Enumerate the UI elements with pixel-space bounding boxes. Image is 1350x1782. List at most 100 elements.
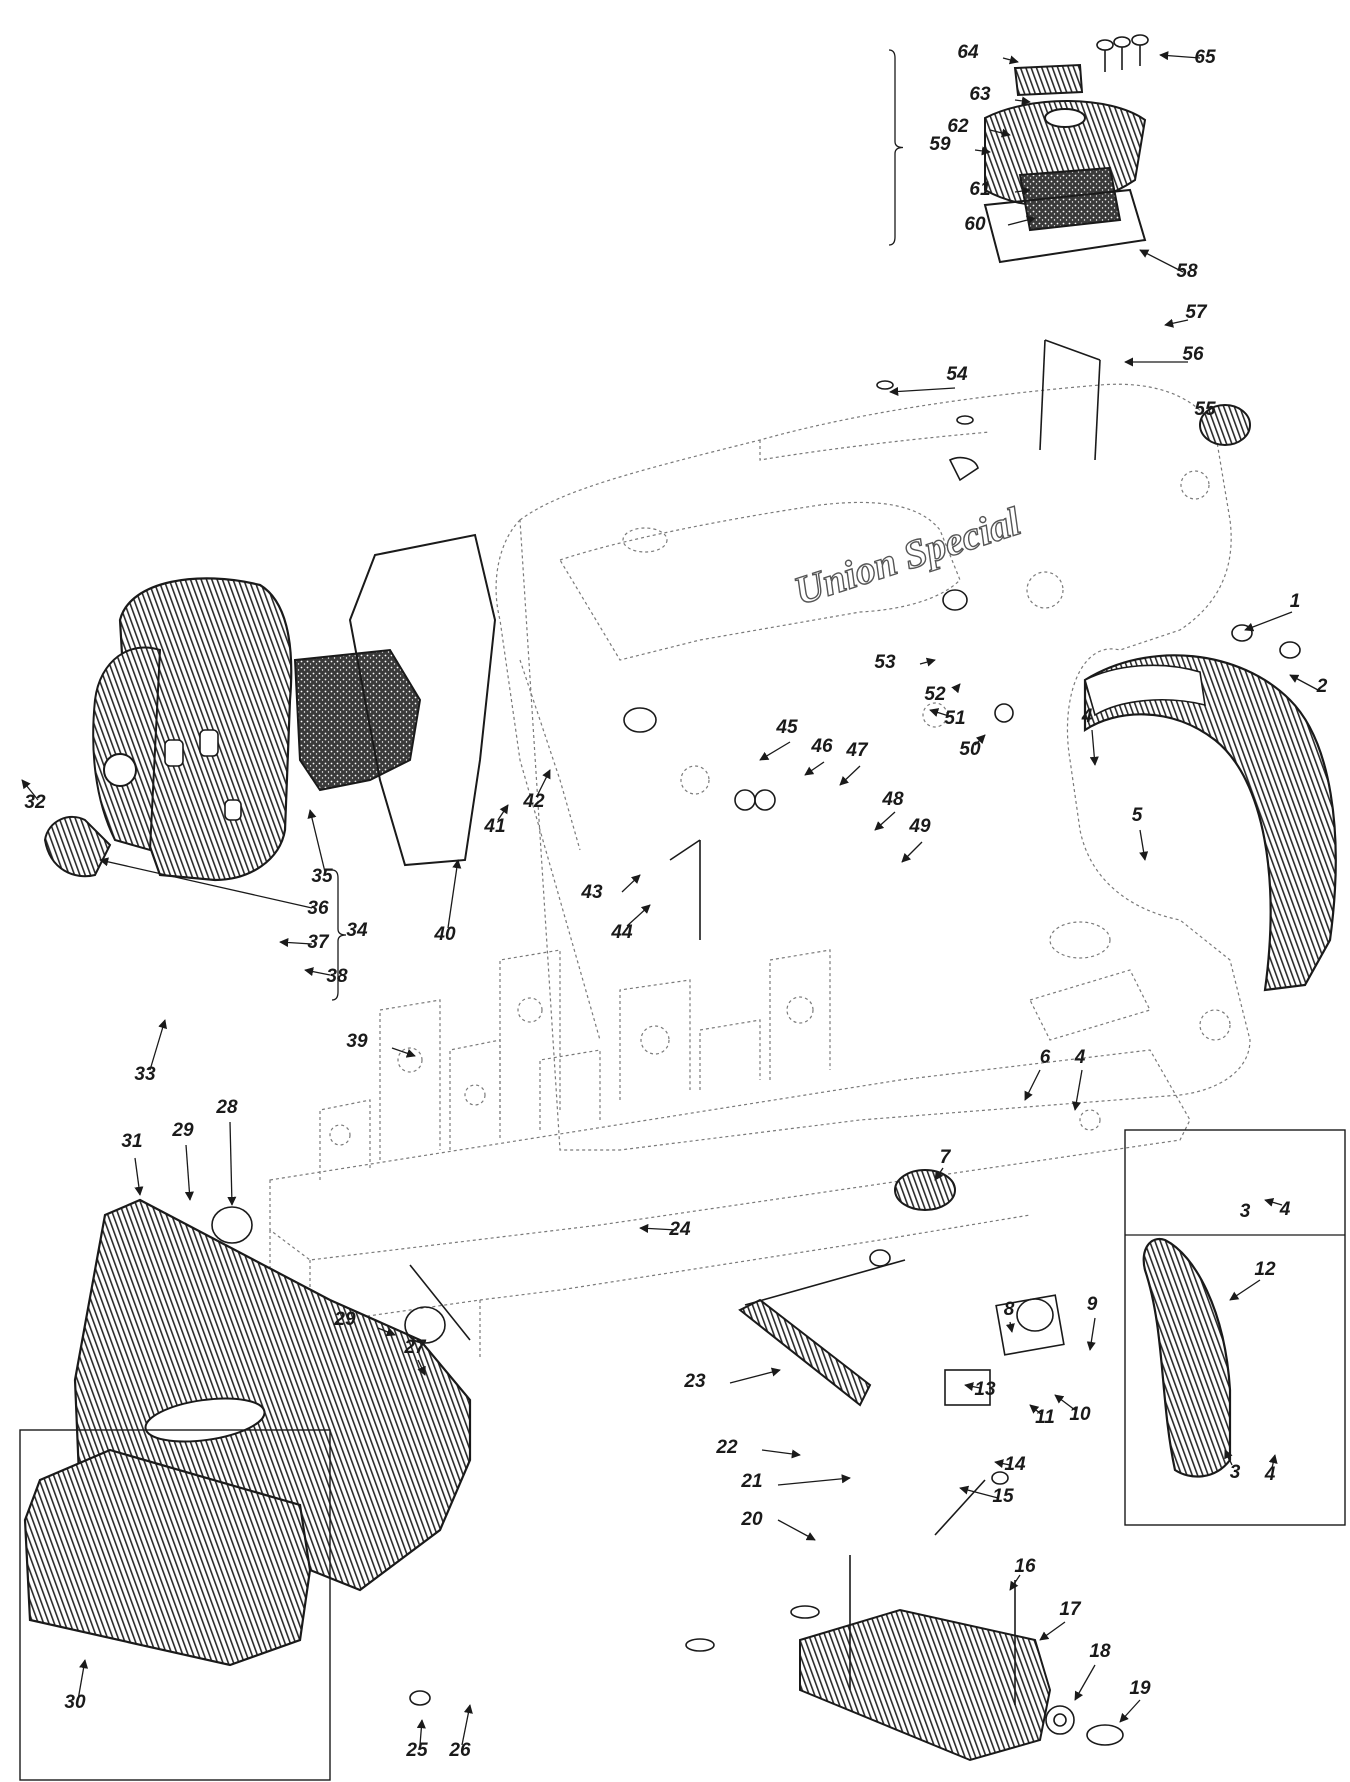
callout-24-leader bbox=[639, 1223, 678, 1233]
callout-11: 11 bbox=[1035, 1407, 1055, 1428]
callout-63: 63 bbox=[969, 84, 991, 105]
callout-39-leader bbox=[391, 1047, 416, 1058]
callout-57: 57 bbox=[1185, 302, 1208, 323]
callout-51-leader bbox=[929, 708, 953, 718]
callout-11-leader bbox=[1029, 1404, 1043, 1416]
callout-16-leader bbox=[1009, 1574, 1021, 1591]
callout-28: 28 bbox=[215, 1097, 238, 1118]
callout-12: 12 bbox=[1254, 1259, 1276, 1280]
callout-20-leader bbox=[777, 1519, 816, 1541]
callout-8: 8 bbox=[1004, 1299, 1015, 1320]
callout-33: 33 bbox=[134, 1064, 156, 1085]
inset-frame-30 bbox=[19, 1429, 331, 1781]
callout-47: 47 bbox=[845, 740, 869, 761]
callout-35-leader bbox=[307, 809, 326, 873]
callout-24: 24 bbox=[668, 1219, 691, 1240]
callout-30: 30 bbox=[64, 1692, 86, 1713]
callout-l29b: 29 bbox=[333, 1309, 356, 1330]
callout-5-leader bbox=[1139, 829, 1149, 861]
callout-38: 38 bbox=[326, 966, 348, 987]
callout-51: 51 bbox=[944, 708, 965, 729]
callout-38-leader bbox=[304, 967, 331, 977]
callout-26-leader bbox=[461, 1704, 473, 1746]
callout-26: 26 bbox=[448, 1740, 471, 1761]
callout-41: 41 bbox=[483, 816, 505, 837]
callout-l29b-leader bbox=[377, 1327, 396, 1337]
callout-62: 62 bbox=[947, 116, 969, 137]
callout-52: 52 bbox=[924, 684, 946, 705]
callout-59: 59 bbox=[929, 134, 951, 155]
callout-23: 23 bbox=[683, 1371, 706, 1392]
callout-14-leader bbox=[994, 1459, 1011, 1469]
callout-56: 56 bbox=[1182, 344, 1204, 365]
inset-frame-12 bbox=[1124, 1129, 1346, 1526]
callout-27-leader bbox=[417, 1359, 426, 1376]
callout-29-leader bbox=[184, 1144, 194, 1201]
callout-7: 7 bbox=[940, 1147, 952, 1168]
callout-27: 27 bbox=[403, 1337, 427, 1358]
callout-l3b: 3 bbox=[1230, 1462, 1241, 1483]
callout-19: 19 bbox=[1129, 1678, 1151, 1699]
callout-55: 55 bbox=[1194, 399, 1216, 420]
callout-65: 65 bbox=[1194, 47, 1216, 68]
callout-l4d-leader bbox=[1089, 729, 1099, 766]
part-23-lever bbox=[738, 1298, 872, 1407]
part-55-plug bbox=[1199, 404, 1251, 446]
callout-50: 50 bbox=[959, 739, 981, 760]
callout-61: 61 bbox=[969, 179, 990, 200]
callout-44: 44 bbox=[610, 922, 633, 943]
callout-36-leader bbox=[99, 857, 313, 909]
callout-l3b-leader bbox=[1224, 1449, 1233, 1466]
brand-script: Union Special bbox=[789, 498, 1027, 614]
callout-40-leader bbox=[447, 859, 462, 929]
callout-53-leader bbox=[919, 657, 936, 667]
callout-19-leader bbox=[1119, 1699, 1141, 1723]
callout-12-leader bbox=[1229, 1279, 1261, 1301]
callout-37-leader bbox=[279, 937, 313, 948]
part-17-plate bbox=[799, 1608, 1052, 1762]
callout-64: 64 bbox=[957, 42, 979, 63]
callout-43: 43 bbox=[580, 882, 603, 903]
callout-l4b-leader bbox=[1268, 1454, 1278, 1469]
callout-49-leader bbox=[901, 841, 923, 863]
callout-54-leader bbox=[889, 386, 956, 397]
callout-64-leader bbox=[1002, 55, 1019, 65]
callout-42: 42 bbox=[522, 791, 545, 812]
callout-l4d: 4 bbox=[1081, 706, 1093, 727]
part-64-plate bbox=[1013, 63, 1084, 97]
brace-34 bbox=[331, 869, 347, 1001]
callout-60-leader bbox=[1007, 215, 1036, 226]
callout-16: 16 bbox=[1014, 1556, 1036, 1577]
callout-15-leader bbox=[959, 1485, 999, 1499]
callout-47-leader bbox=[839, 765, 861, 786]
callout-3: 3 bbox=[1240, 1201, 1251, 1222]
callout-39: 39 bbox=[346, 1031, 368, 1052]
callout-58: 58 bbox=[1176, 261, 1198, 282]
machine-casting bbox=[269, 383, 1251, 1360]
callout-37: 37 bbox=[307, 932, 330, 953]
callout-6-leader bbox=[1024, 1069, 1041, 1101]
callout-52-leader bbox=[951, 683, 961, 694]
callout-1: 1 bbox=[1290, 591, 1301, 612]
callout-l4b: 4 bbox=[1264, 1464, 1276, 1485]
callout-30-leader bbox=[77, 1659, 89, 1701]
callout-60: 60 bbox=[964, 214, 986, 235]
callout-49: 49 bbox=[908, 816, 931, 837]
callout-20: 20 bbox=[740, 1509, 763, 1530]
callout-22: 22 bbox=[715, 1437, 738, 1458]
callout-50-leader bbox=[974, 734, 986, 746]
callout-62-leader bbox=[989, 128, 1011, 138]
callout-32-leader bbox=[21, 779, 39, 801]
callout-61-leader bbox=[1014, 186, 1031, 196]
callout-6: 6 bbox=[1040, 1047, 1051, 1068]
callout-7-leader bbox=[934, 1167, 944, 1181]
callout-31-leader bbox=[134, 1157, 144, 1196]
callout-58-leader bbox=[1139, 249, 1184, 273]
callout-65-leader bbox=[1159, 51, 1201, 61]
callout-17: 17 bbox=[1059, 1599, 1082, 1620]
callout-5: 5 bbox=[1132, 805, 1143, 826]
callout-2: 2 bbox=[1316, 676, 1328, 697]
callout-18-leader bbox=[1074, 1664, 1096, 1701]
